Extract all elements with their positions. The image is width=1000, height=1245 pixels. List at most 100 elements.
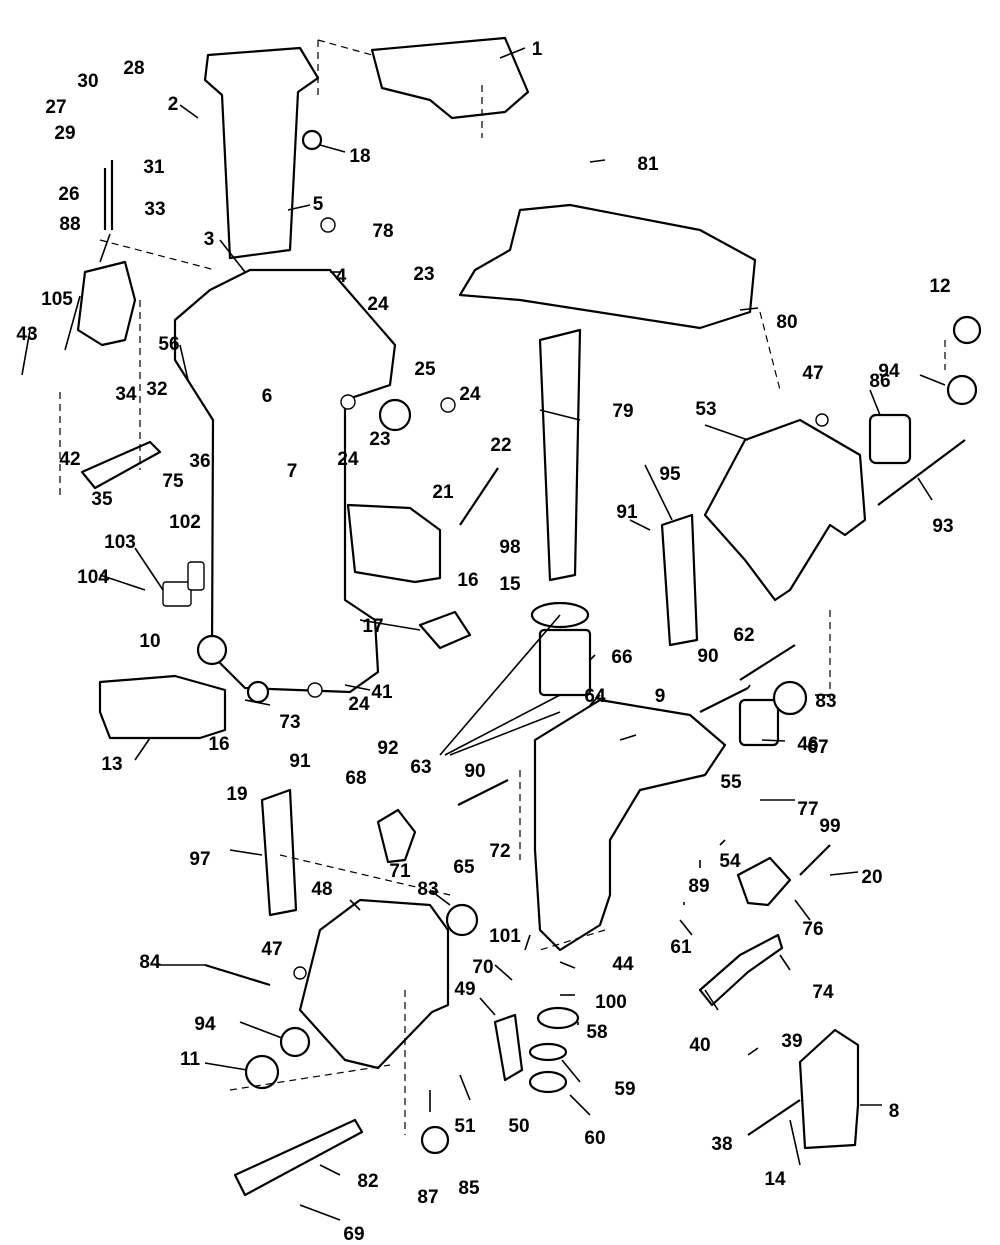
callout-26: 26 bbox=[58, 184, 79, 205]
callout-24: 24 bbox=[459, 384, 481, 405]
callout-60: 60 bbox=[584, 1128, 605, 1149]
assembly-lines bbox=[59, 39, 946, 1135]
callout-59: 59 bbox=[614, 1079, 635, 1100]
callout-8: 8 bbox=[889, 1101, 900, 1122]
part-82-bar bbox=[233, 1118, 364, 1197]
callout-27: 27 bbox=[45, 97, 66, 118]
callout-14: 14 bbox=[764, 1169, 786, 1190]
callout-41: 41 bbox=[371, 682, 393, 703]
callout-63: 63 bbox=[410, 757, 431, 778]
part-66-bushing bbox=[538, 628, 592, 697]
callout-78: 78 bbox=[372, 221, 393, 242]
callout-95: 95 bbox=[659, 464, 681, 485]
part-86-spacer bbox=[868, 413, 912, 465]
part-90-pin bbox=[457, 779, 509, 806]
callout-69: 69 bbox=[343, 1224, 364, 1245]
part-9-swivel-bracket-lower bbox=[533, 698, 727, 952]
part-1-gasket bbox=[370, 36, 530, 120]
part-80-swivel-bracket bbox=[458, 203, 757, 330]
callout-100: 100 bbox=[595, 992, 627, 1013]
part-8-clamp bbox=[798, 1028, 860, 1150]
callout-54: 54 bbox=[719, 851, 741, 872]
part-103-plate bbox=[162, 581, 192, 607]
callout-83: 83 bbox=[815, 691, 836, 712]
callout-81: 81 bbox=[637, 154, 659, 175]
part-17-plate bbox=[418, 610, 472, 650]
callout-47: 47 bbox=[802, 363, 823, 384]
callout-42: 42 bbox=[59, 449, 80, 470]
callout-22: 22 bbox=[490, 435, 511, 456]
callout-15: 15 bbox=[499, 574, 521, 595]
part-87-washer bbox=[420, 1125, 450, 1155]
part-97-link bbox=[260, 788, 298, 917]
part-35-shaft bbox=[80, 440, 162, 490]
callout-13: 13 bbox=[101, 754, 122, 775]
callout-93: 93 bbox=[932, 516, 953, 537]
callout-92: 92 bbox=[377, 738, 398, 759]
callout-6: 6 bbox=[262, 386, 273, 407]
callout-94: 94 bbox=[194, 1014, 216, 1035]
part-14-pin bbox=[747, 1099, 801, 1136]
part-73-grommet bbox=[246, 680, 270, 704]
callout-64: 64 bbox=[584, 686, 606, 707]
callout-23: 23 bbox=[369, 429, 390, 450]
callout-67: 67 bbox=[807, 737, 828, 758]
callout-53: 53 bbox=[695, 399, 716, 420]
callout-17: 17 bbox=[362, 616, 383, 637]
callout-56: 56 bbox=[158, 334, 179, 355]
part-5-exhaust-housing bbox=[203, 46, 320, 260]
callout-87: 87 bbox=[417, 1187, 438, 1208]
callout-68: 68 bbox=[345, 768, 366, 789]
callout-85: 85 bbox=[458, 1178, 480, 1199]
part-60-bushing bbox=[528, 1070, 568, 1094]
callout-66: 66 bbox=[611, 647, 632, 668]
callout-32: 32 bbox=[146, 379, 167, 400]
callout-7: 7 bbox=[287, 461, 298, 482]
part-47-nut bbox=[815, 413, 829, 427]
part-48-stern-bracket-left bbox=[298, 898, 450, 1070]
callout-99: 99 bbox=[819, 816, 840, 837]
callout-89: 89 bbox=[688, 876, 709, 897]
callout-49: 49 bbox=[454, 979, 475, 1000]
part-95-link bbox=[660, 513, 699, 647]
callout-1: 1 bbox=[532, 39, 543, 60]
callout-74: 74 bbox=[812, 982, 834, 1003]
callout-102: 102 bbox=[169, 512, 201, 533]
callout-77: 77 bbox=[797, 799, 818, 820]
callout-34: 34 bbox=[115, 384, 137, 405]
part-102-gasket bbox=[187, 561, 205, 591]
part-25-mount bbox=[378, 398, 412, 432]
callout-79: 79 bbox=[612, 401, 633, 422]
callout-9: 9 bbox=[655, 686, 666, 707]
callout-104: 104 bbox=[77, 567, 109, 588]
callout-94: 94 bbox=[878, 361, 900, 382]
callout-44: 44 bbox=[612, 954, 634, 975]
part-83-washer bbox=[445, 903, 479, 937]
callout-28: 28 bbox=[123, 58, 144, 79]
callout-55: 55 bbox=[720, 772, 742, 793]
callout-91: 91 bbox=[616, 502, 638, 523]
callout-20: 20 bbox=[861, 867, 882, 888]
callout-88: 88 bbox=[59, 214, 80, 235]
part-94-nut bbox=[946, 374, 978, 406]
part-47-nut bbox=[293, 966, 307, 980]
callout-48: 48 bbox=[311, 879, 332, 900]
callout-98: 98 bbox=[499, 537, 520, 558]
callout-47: 47 bbox=[261, 939, 282, 960]
part-62-bolt bbox=[739, 644, 796, 681]
callout-58: 58 bbox=[586, 1022, 607, 1043]
part-78-nut bbox=[320, 217, 336, 233]
callout-50: 50 bbox=[508, 1116, 529, 1137]
leader-lines bbox=[21, 47, 946, 1221]
callout-36: 36 bbox=[189, 451, 210, 472]
callout-51: 51 bbox=[454, 1116, 476, 1137]
part-3-midsection-housing bbox=[173, 268, 397, 694]
part-22-bolt bbox=[459, 467, 499, 526]
part-24-nut bbox=[340, 394, 356, 410]
part-53-stern-bracket-right bbox=[703, 418, 867, 602]
callout-90: 90 bbox=[697, 646, 718, 667]
callout-65: 65 bbox=[453, 857, 475, 878]
part-83-washer bbox=[772, 680, 808, 716]
callout-3: 3 bbox=[204, 229, 215, 250]
